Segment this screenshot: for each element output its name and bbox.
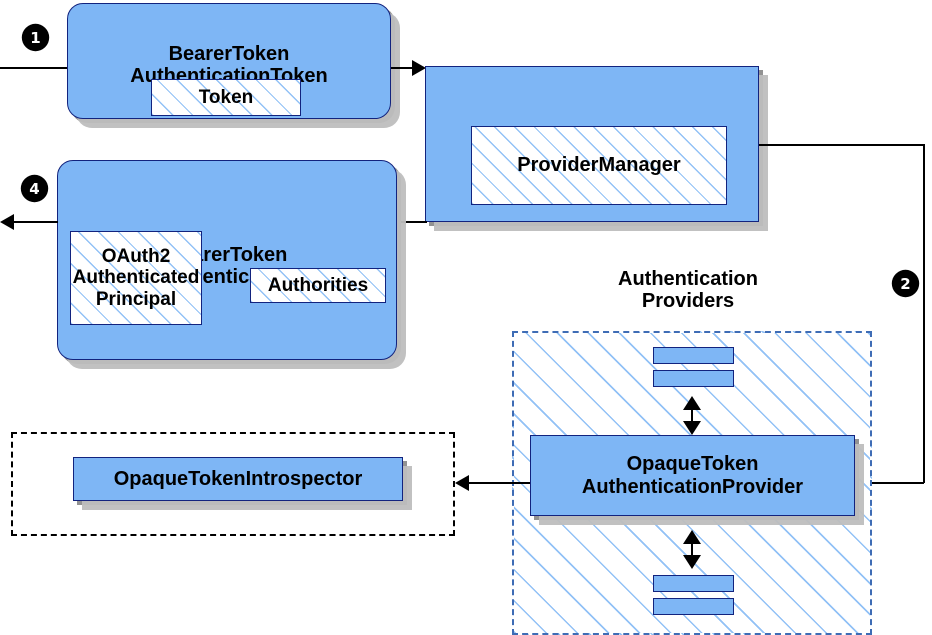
- connector-authentication-out: [10, 221, 58, 223]
- provider-stub-top-bar-1: [653, 347, 734, 364]
- step-badge-4: 4: [22, 176, 47, 201]
- bearer-token-authentication-token-box: BearerToken AuthenticationToken Token: [67, 3, 391, 119]
- providers-title-line1: Authentication: [618, 268, 758, 290]
- connector-manager-to-authentication: [397, 221, 427, 223]
- connector-provider-top: [691, 403, 693, 425]
- provider-title-line1: OpaqueToken: [626, 453, 759, 476]
- connector-request-in: [0, 67, 68, 69]
- btat-title-line1: BearerToken: [168, 42, 290, 65]
- provider-stub-bottom-bar-2: [653, 598, 734, 615]
- provider-title-line2: AuthenticationProvider: [581, 475, 804, 498]
- connector-right-vertical: [923, 144, 925, 483]
- authentication-manager-box: AuthenticationManager ProviderManager: [425, 66, 759, 222]
- token-inner-box: Token: [151, 79, 301, 116]
- oauth2-authenticated-principal-box: OAuth2 Authenticated Principal: [70, 231, 202, 325]
- arrowhead-provider-bottom-down: [683, 555, 701, 569]
- step-badge-1: 1: [23, 25, 48, 50]
- arrowhead-authentication-out: [0, 214, 14, 230]
- connector-into-provider: [866, 482, 924, 484]
- connector-token-to-manager: [391, 67, 423, 69]
- principal-line1: OAuth2: [101, 245, 171, 267]
- bearer-token-authentication-box: BearerToken Authentication OAuth2 Authen…: [57, 160, 397, 360]
- connector-provider-bottom: [691, 537, 693, 559]
- opaque-token-introspector-box: OpaqueTokenIntrospector: [73, 457, 403, 501]
- provider-stub-bottom-bar-1: [653, 575, 734, 592]
- principal-line3: Principal: [95, 288, 177, 310]
- connector-provider-to-introspector: [466, 482, 530, 484]
- arrowhead-token-to-manager: [412, 60, 426, 76]
- authorities-box: Authorities: [250, 268, 386, 303]
- providers-title-line2: Providers: [641, 290, 735, 313]
- step-badge-2: 2: [893, 271, 918, 296]
- provider-manager-inner-box: ProviderManager: [471, 126, 727, 205]
- provider-stub-top-bar-2: [653, 370, 734, 387]
- principal-line2: Authenticated: [72, 267, 200, 289]
- authentication-providers-title: Authentication Providers: [560, 268, 816, 313]
- opaque-token-authentication-provider-box: OpaqueToken AuthenticationProvider: [530, 435, 855, 516]
- arrowhead-provider-top-down: [683, 421, 701, 435]
- arrowhead-provider-to-introspector: [455, 475, 469, 491]
- connector-manager-right: [759, 144, 925, 146]
